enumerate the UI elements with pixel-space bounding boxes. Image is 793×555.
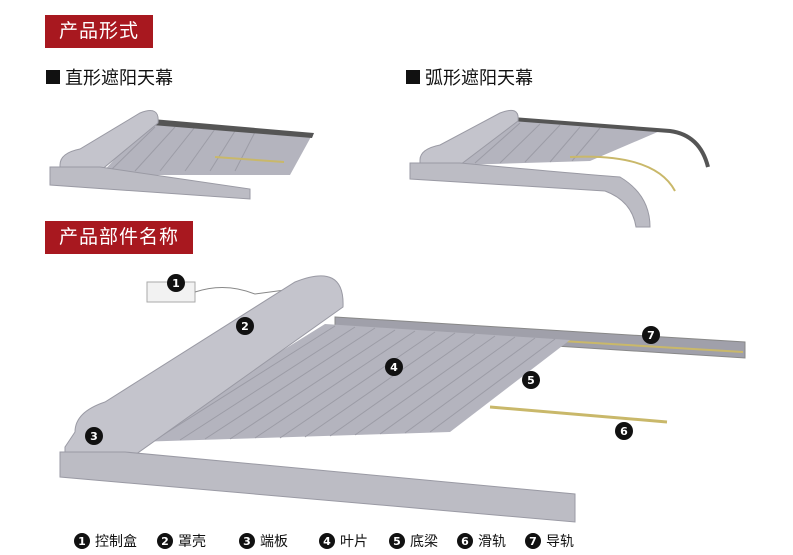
- straight-housing: [59, 110, 159, 184]
- square-bullet-icon: [46, 70, 60, 84]
- callout-7: 7: [642, 326, 660, 344]
- legend-label: 罩壳: [178, 534, 206, 550]
- legend-label: 导轨: [546, 534, 574, 550]
- callout-1: 1: [167, 274, 185, 292]
- legend-item: 1 控制盒: [74, 531, 157, 551]
- legend-label: 端板: [260, 534, 288, 550]
- legend-item: 6 滑轨: [457, 531, 525, 551]
- legend-number: 2: [157, 533, 173, 549]
- subhead-arc: 弧形遮阳天幕: [406, 64, 533, 90]
- slats-area: [135, 324, 570, 442]
- slide-rail: [489, 405, 668, 424]
- legend-number: 1: [74, 533, 90, 549]
- straight-bottom-frame: [49, 166, 251, 200]
- arc-slat-lines: [474, 122, 601, 164]
- parts-illustration: [59, 275, 746, 523]
- legend-item: 5 底梁: [389, 531, 457, 551]
- legend-number: 6: [457, 533, 473, 549]
- callout-4: 4: [385, 358, 403, 376]
- subhead-straight: 直形遮阳天幕: [46, 64, 173, 90]
- straight-slide-rail: [214, 156, 285, 163]
- bottom-frame: [59, 451, 576, 523]
- legend-item: 4 叶片: [319, 531, 389, 551]
- slat-lines: [154, 325, 556, 441]
- legend-item: 3 端板: [239, 531, 319, 551]
- legend-item: 7 导轨: [525, 531, 574, 551]
- legend-label: 控制盒: [95, 534, 137, 550]
- section-banner-part-names: 产品部件名称: [45, 221, 194, 254]
- legend-number: 5: [389, 533, 405, 549]
- legend-number: 4: [319, 533, 335, 549]
- arc-slide-rail: [569, 155, 676, 192]
- straight-awning-illustration: [49, 110, 314, 200]
- callout-5: 5: [522, 371, 540, 389]
- guide-rail-track: [544, 339, 744, 353]
- legend-number: 7: [525, 533, 541, 549]
- callout-2: 2: [236, 317, 254, 335]
- callout-6: 6: [615, 422, 633, 440]
- arc-housing: [419, 109, 519, 178]
- straight-slat-lines: [109, 126, 256, 172]
- square-bullet-icon: [406, 70, 420, 84]
- arc-awning-illustration: [409, 109, 710, 228]
- legend-label: 底梁: [410, 534, 438, 550]
- section-banner-product-form: 产品形式: [45, 15, 154, 48]
- parts-legend: 1 控制盒 2 罩壳 3 端板 4 叶片 5 底梁 6 滑轨 7 导轨: [74, 531, 574, 551]
- subhead-straight-label: 直形遮阳天幕: [65, 68, 173, 89]
- callout-3: 3: [85, 427, 103, 445]
- legend-label: 滑轨: [478, 534, 506, 550]
- straight-top-rail: [152, 119, 314, 138]
- housing: [64, 275, 344, 478]
- legend-number: 3: [239, 533, 255, 549]
- legend-label: 叶片: [340, 534, 368, 550]
- subhead-arc-label: 弧形遮阳天幕: [425, 68, 533, 89]
- straight-slats: [100, 121, 312, 175]
- arc-bottom-frame: [409, 162, 651, 228]
- legend-item: 2 罩壳: [157, 531, 239, 551]
- arc-top-rail: [511, 117, 710, 168]
